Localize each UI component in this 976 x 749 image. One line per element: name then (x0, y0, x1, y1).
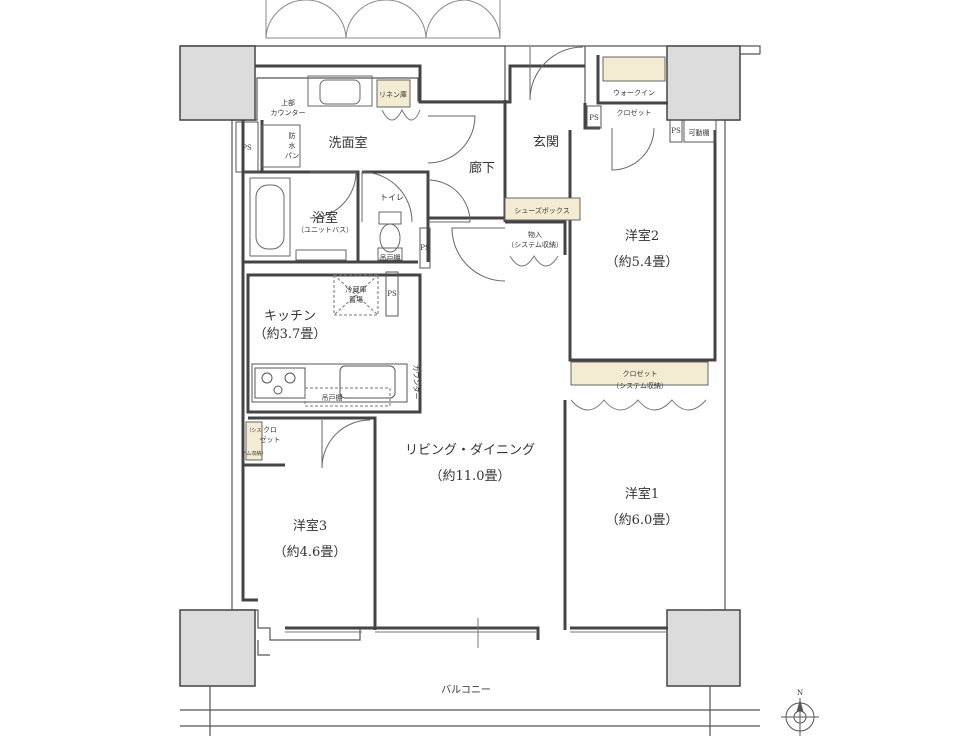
label-upper-counter-2: カウンター (271, 108, 306, 117)
fridge-space (333, 274, 379, 316)
label-western3-size: （約4.6畳） (274, 545, 347, 560)
label-storage-2: （システム収納） (507, 240, 563, 249)
label-western3: 洋室3 (293, 518, 327, 534)
label-compass-north: N (797, 689, 803, 697)
label-western1: 洋室1 (625, 486, 659, 502)
label-closet-side-4: テム収納） (242, 450, 267, 457)
label-closet-side-3: （シス (246, 428, 261, 434)
kitchen-counter (251, 363, 408, 403)
label-storage-1: 物入 (528, 230, 542, 239)
label-closet-top-2: （システム収納） (612, 381, 668, 390)
label-ps-1: PS (242, 144, 252, 152)
label-living: リビング・ダイニング (405, 443, 535, 458)
label-kitchen-size: （約3.7畳） (254, 327, 327, 342)
closet-doors (381, 108, 707, 411)
label-walkin-1: ウォークイン (613, 89, 655, 97)
label-hallway: 廊下 (469, 160, 495, 176)
label-living-size: （約11.0畳） (430, 469, 511, 484)
label-upper-counter-1: 上部 (281, 98, 295, 107)
label-bath-sub: （ユニットバス） (297, 226, 353, 234)
top-planters (265, 0, 501, 39)
label-fridge-2: 置場 (349, 295, 363, 304)
label-washroom: 洗面室 (328, 135, 367, 151)
label-waterproof-2: 水 (289, 141, 296, 150)
label-waterproof-3: パン (285, 152, 299, 160)
label-western1-size: （約6.0畳） (606, 513, 679, 528)
doors (309, 46, 655, 469)
bathtub (249, 177, 347, 261)
label-kitchen: キッチン (264, 309, 316, 324)
label-counter: カウンター (412, 365, 421, 400)
label-movable-shelf: 可動棚 (689, 128, 710, 137)
kitchen-hanging-cabinet (304, 387, 391, 407)
toilet-fixture (377, 211, 403, 261)
label-entrance: 玄関 (533, 135, 559, 150)
label-western2: 洋室2 (625, 228, 659, 244)
compass-icon (781, 698, 819, 736)
ps-boxes (235, 105, 717, 317)
washroom-sink (261, 75, 373, 168)
label-shoes-box: シューズボックス (514, 206, 569, 215)
label-toilet: トイレ (380, 193, 404, 202)
balcony-windows (285, 618, 668, 648)
label-ps-2: PS (589, 114, 599, 122)
label-walkin-2: クロゼット (617, 108, 652, 117)
label-fridge-1: 冷蔵庫 (346, 285, 367, 294)
label-closet-side-2: ゼット (260, 435, 281, 444)
label-bath: 浴室 (312, 210, 338, 226)
columns (179, 45, 741, 687)
label-closet-top-1: クロゼット (623, 369, 658, 378)
label-balcony: バルコニー (441, 684, 491, 696)
label-closet-side-1: クロ (263, 426, 277, 434)
label-ps-5: PS (671, 127, 681, 135)
label-western2-size: （約5.4畳） (606, 255, 679, 270)
label-ps-4: PS (387, 290, 397, 298)
label-waterproof-1: 防 (289, 131, 296, 140)
label-hanging-shelf: 吊戸棚 (380, 253, 401, 262)
storage-fills (376, 56, 709, 386)
label-ps-3: PS (420, 244, 430, 252)
western3-closet (245, 421, 263, 461)
label-kitchen-hanging: 吊戸棚 (322, 393, 343, 402)
label-linen: リネン庫 (379, 90, 407, 99)
